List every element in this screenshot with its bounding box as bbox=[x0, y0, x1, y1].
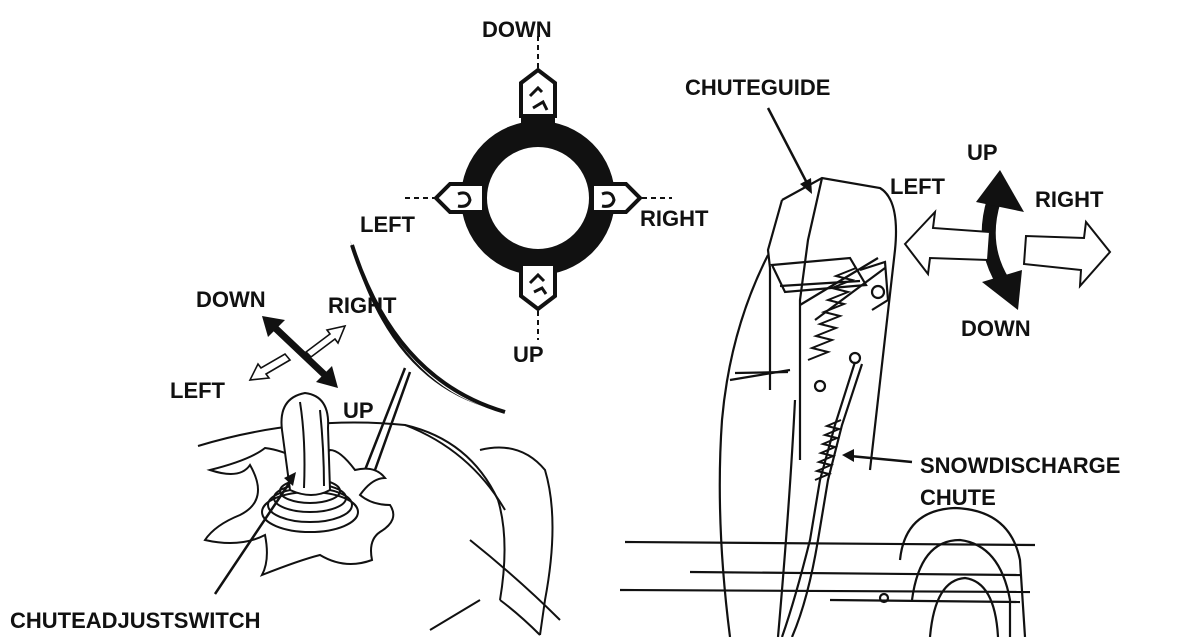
lever-label-down: DOWN bbox=[196, 287, 266, 312]
chute-guide-label: CHUTEGUIDE bbox=[685, 75, 830, 100]
chute-label-left: LEFT bbox=[890, 174, 946, 199]
joystick-lever-icon bbox=[197, 391, 561, 636]
chute-label-down: DOWN bbox=[961, 316, 1031, 341]
lever-label-up: UP bbox=[343, 398, 374, 423]
left-arrow-icon bbox=[903, 209, 992, 277]
lever-label-left: LEFT bbox=[170, 378, 226, 403]
chute-label-up: UP bbox=[967, 140, 998, 165]
snow-discharge-chute-label-line1: SNOWDISCHARGE bbox=[920, 453, 1120, 478]
plate-label-down: DOWN bbox=[482, 17, 552, 42]
lever-label-right: RIGHT bbox=[328, 293, 397, 318]
chute-direction-plate-icon bbox=[405, 36, 672, 340]
right-arrow-icon bbox=[1022, 219, 1112, 289]
chute-adjust-switch-label: CHUTEADJUSTSWITCH bbox=[10, 608, 261, 633]
plate-label-up: UP bbox=[513, 342, 544, 367]
plate-label-left: LEFT bbox=[360, 212, 416, 237]
plate-label-right: RIGHT bbox=[640, 206, 709, 231]
lever-direction-arrows-icon bbox=[248, 316, 347, 388]
spring-icon bbox=[807, 267, 857, 481]
snow-discharge-chute-label-line2: CHUTE bbox=[920, 485, 996, 510]
snow-discharge-chute-icon bbox=[619, 176, 1036, 637]
chute-label-right: RIGHT bbox=[1035, 187, 1104, 212]
